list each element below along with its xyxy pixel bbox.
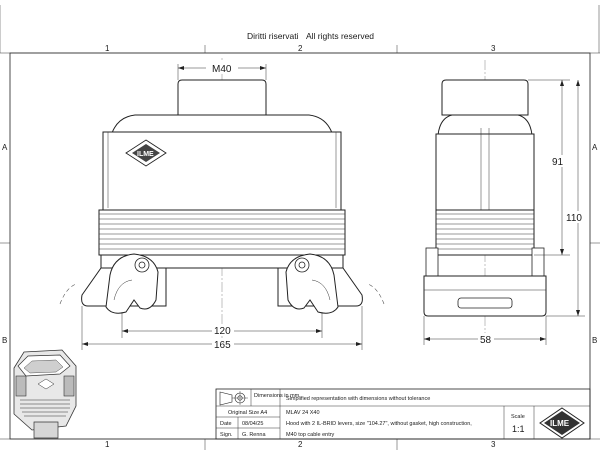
dim-91-label: 91 [552, 157, 564, 168]
part-code: MLAV 24 X40 [286, 410, 320, 416]
cable-entry-gland [177, 79, 267, 116]
front-view: ILME M40 120 165 [59, 58, 385, 351]
isometric-thumbnail [13, 349, 77, 439]
rights-reserved-it: Diritti riservati [247, 31, 299, 41]
title-block-frame [215, 388, 591, 440]
dim-m40-label: M40 [212, 64, 232, 75]
description-line-1: Hood with 2 IL-BRID levers, size "104.27… [286, 421, 472, 427]
side-lever-right [531, 247, 545, 277]
original-size: Original Size A4 [228, 410, 267, 416]
hood-upper-body [102, 131, 342, 211]
grid-col-2-top: 2 [298, 44, 303, 53]
date-value: 08/04/25 [242, 421, 263, 427]
title-block: Dimensions in mm Simplified representati… [215, 388, 591, 440]
side-base-slot [457, 297, 513, 309]
dim-58-label: 58 [480, 335, 492, 346]
dim-110-label: 110 [566, 213, 582, 224]
rights-reserved-en: All rights reserved [306, 31, 374, 41]
dim-120-label: 120 [214, 326, 231, 337]
sign-value: G. Renna [242, 432, 266, 438]
side-cable-entry [441, 79, 529, 116]
grid-col-2-bottom: 2 [298, 440, 303, 449]
grid-row-a-right: A [592, 143, 598, 152]
dim-165-label: 165 [214, 340, 231, 351]
hood-ribbed-section [98, 209, 346, 256]
front-logo: ILME [125, 139, 167, 167]
grid-col-1-top: 1 [105, 44, 110, 53]
grid-col-1-bottom: 1 [105, 440, 110, 449]
ilme-logo: ILME [539, 407, 585, 439]
side-upper-body [435, 133, 535, 211]
scale-value: 1:1 [512, 424, 525, 434]
side-ribs [436, 213, 534, 250]
iso-cable-entry [33, 421, 59, 439]
hood-shoulder [111, 114, 333, 134]
ilme-logo-text: ILME [550, 419, 570, 428]
date-label: Date [220, 421, 232, 427]
sign-label: Sign. [220, 432, 233, 438]
side-base [423, 275, 547, 317]
scale-label: Scale [511, 414, 525, 420]
description-line-2: M40 top cable entry [286, 432, 335, 438]
lever-swing-right [367, 283, 385, 305]
front-ribs [99, 213, 345, 250]
grid-row-b-left: B [2, 336, 7, 345]
lever-swing-left [59, 283, 77, 305]
side-view: 91 110 58 [423, 60, 586, 346]
iso-lever-right [63, 375, 75, 397]
grid-row-a-left: A [2, 143, 8, 152]
front-logo-text: ILME [137, 151, 154, 158]
side-ribbed-section [435, 209, 535, 256]
side-shoulder [437, 114, 533, 136]
dimension-note: Dimensions in mm [254, 393, 300, 399]
iso-lever-left [15, 375, 27, 397]
iso-logo-icon [37, 378, 55, 390]
simplified-note: Simplified representation with dimension… [286, 396, 430, 402]
first-angle-projection-icon [219, 391, 248, 406]
grid-col-3-top: 3 [491, 44, 496, 53]
grid-row-b-right: B [592, 336, 597, 345]
grid-col-3-bottom: 3 [491, 440, 496, 449]
side-lever-left [425, 247, 439, 277]
